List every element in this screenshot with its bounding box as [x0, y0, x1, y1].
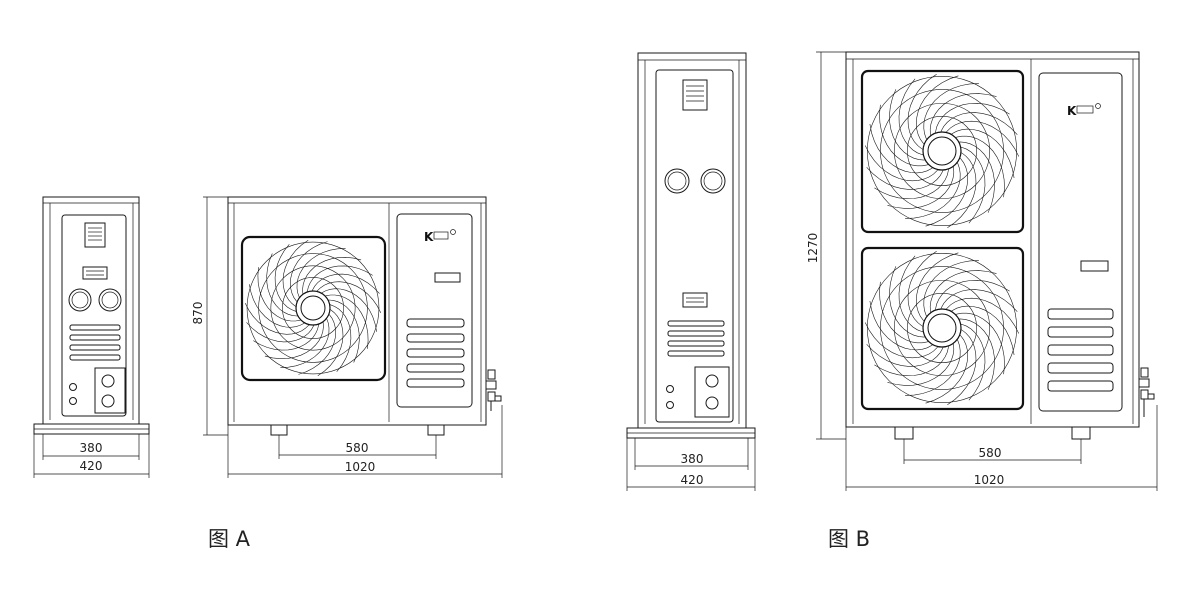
- side-panel: [61, 214, 127, 417]
- valve-icon: [705, 396, 719, 410]
- fan-grille: [240, 235, 387, 382]
- valve-box: [694, 366, 730, 418]
- valve-icon: [101, 374, 115, 388]
- control-panel: [396, 213, 473, 408]
- brand-logo-icon: K: [424, 230, 434, 244]
- dim-420-label: 420: [681, 473, 704, 487]
- foot: [270, 424, 288, 436]
- dim-1020-label: 1020: [345, 460, 376, 474]
- fan-icon: [244, 239, 382, 377]
- display-window: [434, 272, 461, 283]
- control-panel: [1038, 72, 1123, 412]
- screw-icon: [666, 385, 674, 393]
- side-louvers: [69, 324, 121, 361]
- figure-a-side-view: 380 420: [33, 196, 150, 478]
- label-plate-icon: [82, 266, 108, 280]
- front-cabinet: [227, 196, 487, 426]
- foot: [894, 426, 914, 440]
- front-louvers: [406, 318, 465, 388]
- service-valve-icon: [1138, 367, 1155, 417]
- side-louvers: [667, 320, 725, 357]
- figure-a: 380 420 K: [33, 196, 503, 551]
- front-cabinet: [845, 51, 1140, 428]
- screw-icon: [666, 401, 674, 409]
- dim-580-label: 580: [979, 446, 1002, 460]
- foot: [427, 424, 445, 436]
- foot: [1071, 426, 1091, 440]
- dim-380-label: 380: [80, 441, 103, 455]
- pressure-gauge-icon: [700, 168, 726, 194]
- valve-icon: [101, 394, 115, 408]
- service-valve-icon: [485, 369, 502, 411]
- screw-icon: [69, 397, 77, 405]
- side-panel: [655, 69, 734, 423]
- nameplate-icon: [682, 79, 708, 111]
- side-cabinet: [637, 52, 747, 429]
- nameplate-icon: [84, 222, 106, 248]
- figure-b-side-view: 380 420: [626, 52, 756, 491]
- dim-580-label: 580: [346, 441, 369, 455]
- pressure-gauge-icon: [98, 288, 122, 312]
- display-window: [1080, 260, 1109, 272]
- screw-icon: [69, 383, 77, 391]
- valve-box: [94, 367, 126, 414]
- figure-b-caption: 图 B: [828, 527, 870, 551]
- fan-icon: [864, 73, 1020, 229]
- brand-logo-icon: K: [1067, 104, 1077, 118]
- figure-b: 380 420 K: [626, 51, 1158, 551]
- dim-1270-label: 1270: [806, 233, 820, 264]
- fan-grille: [860, 69, 1025, 234]
- fan-icon: [864, 250, 1020, 406]
- fan-grille: [860, 246, 1025, 411]
- figure-a-caption: 图 A: [208, 527, 251, 551]
- pressure-gauge-icon: [664, 168, 690, 194]
- valve-icon: [705, 374, 719, 388]
- dim-870-label: 870: [191, 302, 205, 325]
- label-plate-icon: [682, 292, 708, 308]
- front-louvers: [1047, 308, 1114, 392]
- dim-1020-label: 1020: [974, 473, 1005, 487]
- figure-a-front-view: K: [191, 196, 503, 478]
- dim-380-label: 380: [681, 452, 704, 466]
- figure-b-front-view: K 1270: [806, 51, 1158, 491]
- pressure-gauge-icon: [68, 288, 92, 312]
- dim-420-label: 420: [80, 459, 103, 473]
